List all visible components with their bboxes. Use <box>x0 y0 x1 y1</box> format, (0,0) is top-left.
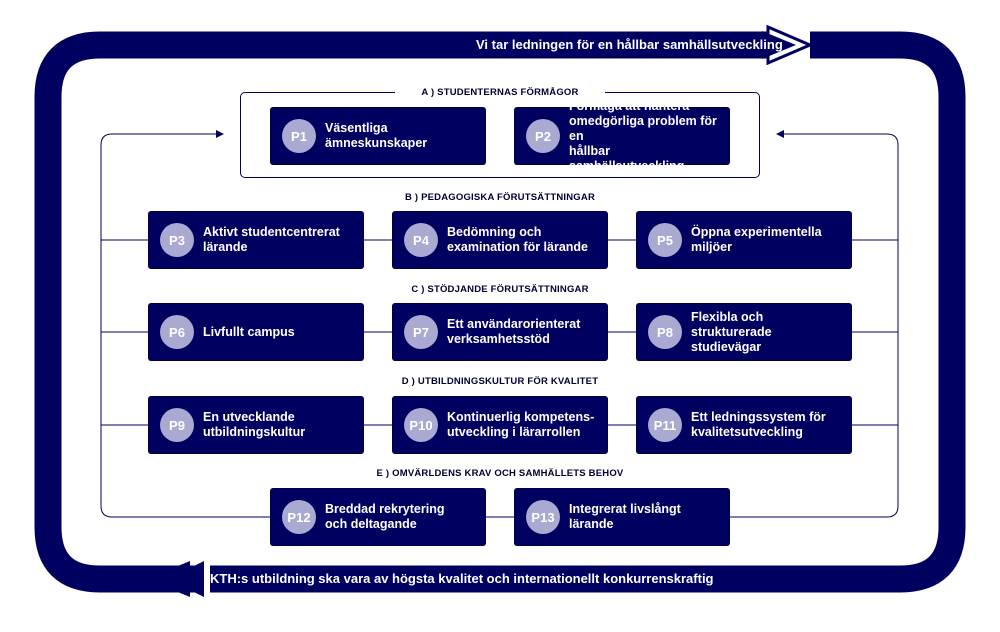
principle-p12: P12 Breddad rekrytering och deltagande <box>271 489 485 545</box>
principle-p8: P8 Flexibla och strukturerade studieväga… <box>637 304 851 360</box>
principle-p4: P4 Bedömning och examination för lärande <box>393 212 607 268</box>
badge-p6: P6 <box>160 315 194 349</box>
label-p1: Väsentliga ämneskunskaper <box>325 121 428 150</box>
right-feedback-arrowhead <box>776 130 784 138</box>
principle-p10: P10 Kontinuerlig kompetens- utveckling i… <box>393 397 607 453</box>
principle-p6: P6 Livfullt campus <box>149 304 363 360</box>
principle-p9: P9 En utvecklande utbildningskultur <box>149 397 363 453</box>
principle-p3: P3 Aktivt studentcentrerat lärande <box>149 212 363 268</box>
badge-p4: P4 <box>404 223 438 257</box>
principle-p7: P7 Ett användarorienterat verksamhetsstö… <box>393 304 607 360</box>
section-b-heading: B ) PEDAGOGISKA FÖRUTSÄTTNINGAR <box>404 192 596 203</box>
bottom-banner: KTH:s utbildning ska vara av högsta kval… <box>210 571 714 586</box>
label-p5: Öppna experimentella miljöer <box>691 225 822 254</box>
section-a-title: A ) STUDENTERNAS FÖRMÅGOR <box>421 87 579 98</box>
left-feedback-line <box>100 133 271 518</box>
badge-p10: P10 <box>404 408 438 442</box>
badge-p3: P3 <box>160 223 194 257</box>
badge-p8: P8 <box>648 315 682 349</box>
principle-p11: P11 Ett ledningssystem för kvalitetsutve… <box>637 397 851 453</box>
label-p12: Breddad rekrytering och deltagande <box>325 502 445 531</box>
label-p11: Ett ledningssystem för kvalitetsutveckli… <box>691 410 826 439</box>
section-e-heading: E ) OMVÄRLDENS KRAV OCH SAMHÄLLETS BEHOV <box>376 468 624 479</box>
principle-p1: P1 Väsentliga ämneskunskaper <box>271 108 485 164</box>
principle-p13: P13 Integrerat livslångt lärande <box>515 489 729 545</box>
badge-p9: P9 <box>160 408 194 442</box>
label-p2: Förmåga att hantera omedgörliga problem … <box>569 99 717 173</box>
badge-p2: P2 <box>526 119 560 153</box>
row-connectors <box>363 239 637 518</box>
badge-p1: P1 <box>282 119 316 153</box>
badge-p5: P5 <box>648 223 682 257</box>
principle-p5: P5 Öppna experimentella miljöer <box>637 212 851 268</box>
label-p3: Aktivt studentcentrerat lärande <box>203 225 340 254</box>
section-c-heading: C ) STÖDJANDE FÖRUTSÄTTNINGAR <box>411 284 589 295</box>
label-p9: En utvecklande utbildningskultur <box>203 410 306 439</box>
left-feedback-arrowhead <box>216 130 224 138</box>
outer-cycle-loop <box>34 31 966 593</box>
label-p8: Flexibla och strukturerade studievägar <box>691 309 772 354</box>
principle-p2: P2 Förmåga att hantera omedgörliga probl… <box>515 99 729 173</box>
badge-p13: P13 <box>526 500 560 534</box>
badge-p7: P7 <box>404 315 438 349</box>
label-p6: Livfullt campus <box>203 324 295 339</box>
top-banner: Vi tar ledningen för en hållbar samhälls… <box>476 37 783 52</box>
right-feedback-line <box>728 133 899 518</box>
label-p10: Kontinuerlig kompetens- utveckling i lär… <box>447 410 595 439</box>
section-a-heading-bg <box>395 84 605 100</box>
section-d-heading: D ) UTBILDNINGSKULTUR FÖR KVALITET <box>401 376 599 387</box>
label-p4: Bedömning och examination för lärande <box>447 225 589 254</box>
label-p13: Integrerat livslångt lärande <box>569 502 681 531</box>
badge-p12: P12 <box>282 500 316 534</box>
label-p7: Ett användarorienterat verksamhetsstöd <box>447 317 581 346</box>
badge-p11: P11 <box>648 408 682 442</box>
